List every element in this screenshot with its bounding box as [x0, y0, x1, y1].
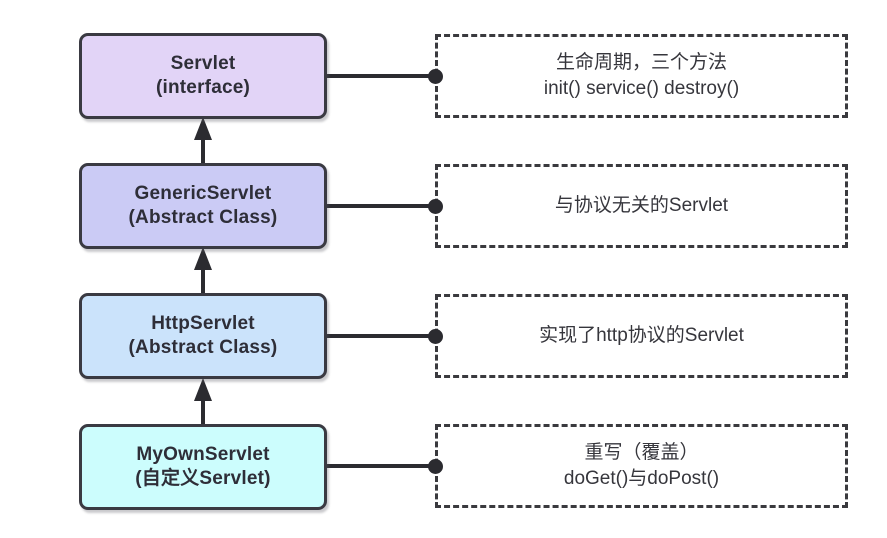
note-box-myownservlet-line1: 重写（覆盖）	[584, 441, 699, 463]
inheritance-arrow-httpservlet-to-genericservlet	[194, 247, 212, 293]
note-box-myownservlet[interactable]: 重写（覆盖） doGet()与doPost()	[435, 424, 848, 508]
class-box-genericservlet-kind: (Abstract Class)	[128, 207, 278, 228]
note-box-httpservlet-line1: 实现了http协议的Servlet	[539, 324, 744, 346]
class-box-httpservlet[interactable]: HttpServlet (Abstract Class)	[79, 293, 327, 379]
note-link-dot-myownservlet	[428, 459, 443, 474]
class-box-servlet[interactable]: Servlet (interface)	[79, 33, 327, 119]
class-box-httpservlet-name: HttpServlet	[151, 312, 255, 334]
note-box-servlet-line1: 生命周期，三个方法	[555, 51, 727, 73]
class-box-myownservlet-kind: (自定义Servlet)	[135, 468, 271, 489]
inheritance-arrow-genericservlet-to-servlet	[194, 117, 212, 163]
class-box-servlet-name: Servlet	[170, 52, 236, 74]
class-box-httpservlet-kind: (Abstract Class)	[128, 337, 278, 358]
note-box-servlet-line2: init() service() destroy()	[543, 78, 740, 99]
class-box-myownservlet-name: MyOwnServlet	[136, 443, 270, 465]
note-box-myownservlet-line2: doGet()与doPost()	[563, 468, 720, 489]
note-box-genericservlet[interactable]: 与协议无关的Servlet	[435, 164, 848, 248]
inheritance-arrow-myownservlet-to-httpservlet	[194, 378, 212, 424]
note-link-dot-servlet	[428, 69, 443, 84]
note-box-servlet[interactable]: 生命周期，三个方法 init() service() destroy()	[435, 34, 848, 118]
note-link-dot-httpservlet	[428, 329, 443, 344]
class-box-servlet-kind: (interface)	[155, 77, 251, 98]
class-box-genericservlet[interactable]: GenericServlet (Abstract Class)	[79, 163, 327, 249]
note-link-dot-genericservlet	[428, 199, 443, 214]
class-box-myownservlet[interactable]: MyOwnServlet (自定义Servlet)	[79, 424, 327, 510]
note-box-httpservlet[interactable]: 实现了http协议的Servlet	[435, 294, 848, 378]
class-box-genericservlet-name: GenericServlet	[134, 182, 272, 204]
note-box-genericservlet-line1: 与协议无关的Servlet	[554, 194, 729, 216]
